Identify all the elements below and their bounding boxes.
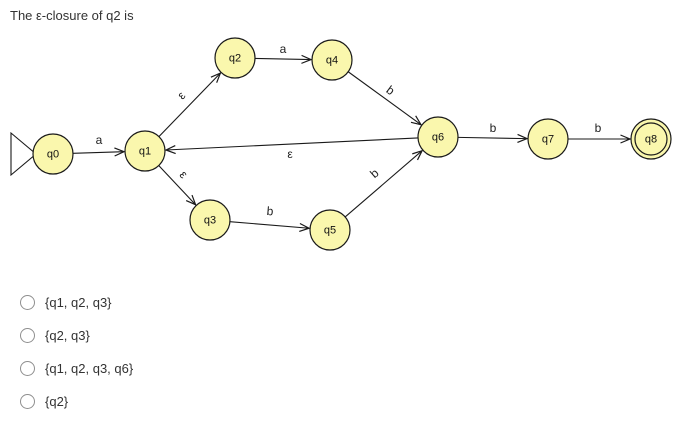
edge-label-q6-q7: b — [490, 121, 497, 135]
state-q1 — [124, 130, 166, 172]
state-label-q7: q7 — [542, 133, 554, 145]
transition-edge-q5-q6 — [344, 149, 424, 218]
transition-edge-q3-q5 — [229, 221, 311, 233]
state-label-q3: q3 — [204, 214, 216, 226]
option-row[interactable]: {q2, q3} — [20, 325, 133, 345]
option-label: {q1, q2, q3} — [45, 294, 112, 310]
state-label-q8: q8 — [645, 133, 657, 145]
edge-label-q7-q8: b — [595, 121, 602, 135]
answer-options: {q1, q2, q3} {q2, q3} {q1, q2, q3, q6} {… — [20, 292, 133, 424]
edge-label-q0-q1: a — [96, 133, 103, 147]
transition-edge-q6-q7 — [457, 133, 529, 144]
state-q0 — [32, 133, 74, 175]
option-row[interactable]: {q2} — [20, 391, 133, 411]
edge-label-q2-q4: a — [280, 42, 287, 56]
radio-button[interactable] — [20, 294, 35, 310]
automaton-diagram: a ε ε a b b b ε b b q0 q1 q2 q3 q4 q5 q6 q7 q8 — [10, 37, 672, 251]
transition-edge-q6-q1 — [164, 137, 419, 155]
edge-label-q1-q2: ε — [175, 88, 189, 102]
state-label-q2: q2 — [229, 52, 241, 64]
option-label: {q2} — [45, 393, 69, 409]
transition-edge-q2-q4 — [254, 54, 313, 64]
transition-edge-q1-q3 — [158, 165, 197, 206]
state-q5 — [309, 209, 351, 251]
final-state-inner-ring-q8 — [634, 122, 668, 156]
question-title: The ε-closure of q2 is — [10, 8, 134, 23]
edge-label-q3-q5: b — [266, 204, 274, 219]
edge-label-q6-q1: ε — [287, 147, 293, 161]
state-q7 — [527, 118, 569, 160]
state-q4 — [311, 39, 353, 81]
transition-edge-q0-q1 — [72, 147, 126, 157]
state-label-q0: q0 — [47, 148, 59, 160]
radio-button[interactable] — [20, 393, 35, 409]
state-q3 — [189, 199, 231, 241]
edge-label-q1-q3: ε — [177, 168, 191, 182]
transition-edge-q4-q6 — [347, 71, 423, 126]
state-q8 — [630, 118, 672, 160]
state-label-q6: q6 — [432, 131, 444, 143]
radio-button[interactable] — [20, 360, 35, 376]
option-label: {q2, q3} — [45, 327, 90, 343]
start-state-marker — [10, 131, 37, 177]
option-row[interactable]: {q1, q2, q3, q6} — [20, 358, 133, 378]
state-label-q4: q4 — [326, 54, 338, 66]
edge-label-q4-q6: b — [384, 83, 398, 98]
transition-edge-q1-q2 — [158, 71, 222, 138]
state-label-q1: q1 — [139, 145, 151, 157]
option-label: {q1, q2, q3, q6} — [45, 360, 134, 376]
state-q6 — [417, 116, 459, 158]
radio-button[interactable] — [20, 327, 35, 343]
state-q2 — [214, 37, 256, 79]
option-row[interactable]: {q1, q2, q3} — [20, 292, 133, 312]
edge-label-q5-q6: b — [367, 166, 381, 181]
state-label-q5: q5 — [324, 224, 336, 236]
